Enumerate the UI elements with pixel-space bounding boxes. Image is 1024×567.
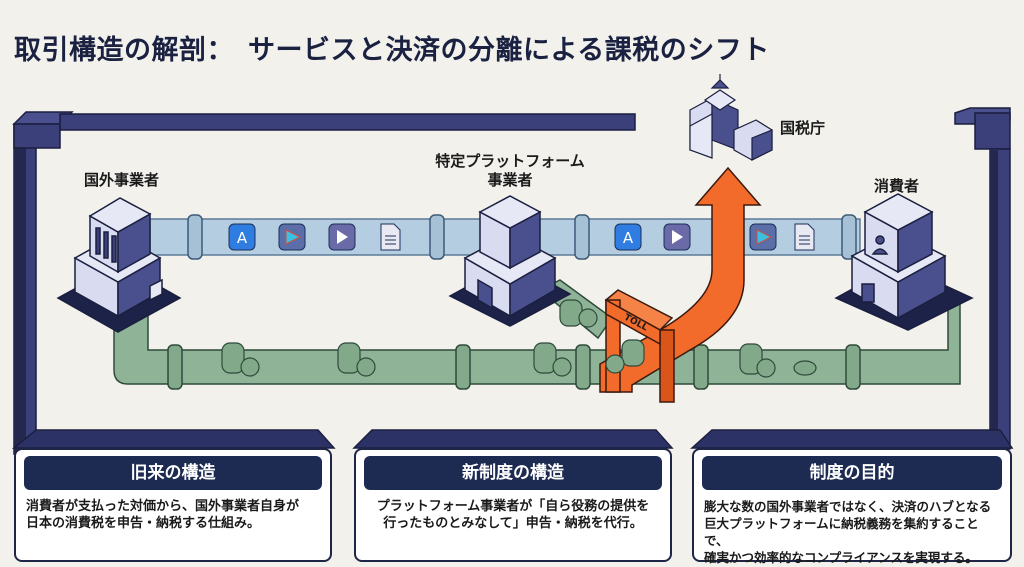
card-body: プラットフォーム事業者が「自ら役務の提供を 行ったものとみなして」申告・納税を代… (366, 498, 660, 532)
tax-agency-label: 国税庁 (780, 119, 826, 137)
card-text-line: 日本の消費税を申告・納税する仕組み。 (26, 516, 261, 531)
card-text-line: 膨大な数の国外事業者ではなく、決済のハブとなる (704, 499, 992, 514)
card-text-line: プラットフォーム事業者が「自ら役務の提供を (376, 499, 650, 514)
video-player-icon (328, 223, 356, 251)
document-icon (794, 223, 815, 251)
coin-stack-icon (605, 339, 645, 374)
svg-text:A: A (237, 229, 248, 247)
consumer-label: 消費者 (874, 177, 920, 195)
frame-left (12, 111, 636, 455)
video-player-icon (663, 223, 691, 251)
service-icons: A A (228, 223, 815, 251)
card-heading: 新制度の構造 (364, 456, 662, 490)
card-text-line: 消費者が支払った対価から、国外事業者自身が (26, 499, 300, 514)
card-tops (11, 429, 1014, 449)
platform-label-line2: 事業者 (487, 171, 533, 189)
coin-stack-icon (337, 342, 376, 377)
card-heading: 制度の目的 (702, 456, 1002, 490)
app-store-icon: A (228, 223, 256, 251)
card-text-line: 確実かつ効率的なコンプライアンスを実現する。 (704, 550, 978, 565)
coin-stack-icon (221, 342, 260, 377)
card-old-structure: 旧来の構造 消費者が支払った対価から、国外事業者自身が 日本の消費税を申告・納税… (14, 448, 332, 562)
consumer-building-icon (834, 193, 974, 331)
person-icon (875, 235, 885, 245)
card-text-line: 行ったものとみなして」申告・納税を代行。 (383, 516, 643, 531)
document-icon (380, 223, 401, 251)
frame-right (954, 107, 1011, 450)
card-body: 消費者が支払った対価から、国外事業者自身が 日本の消費税を申告・納税する仕組み。 (26, 498, 320, 532)
card-new-structure: 新制度の構造 プラットフォーム事業者が「自ら役務の提供を 行ったものとみなして」… (354, 448, 672, 562)
foreign-business-label: 国外事業者 (84, 171, 160, 189)
coin-stack-icon (739, 343, 776, 378)
platform-label: 特定プラットフォーム 事業者 (425, 152, 595, 190)
card-text-line: 巨大プラットフォームに納税義務を集約することで、 (704, 516, 979, 548)
coin-icon (793, 360, 817, 376)
foreign-business-building-icon (56, 197, 182, 333)
app-store-icon: A (614, 223, 642, 251)
tax-agency-building-icon (689, 74, 773, 161)
platform-label-line1: 特定プラットフォーム (435, 152, 585, 170)
svg-text:A: A (623, 229, 634, 247)
google-play-icon (749, 223, 777, 251)
page-title: 取引構造の解剖： サービスと決済の分離による課税のシフト (14, 35, 770, 66)
platform-building-icon (448, 195, 572, 327)
tax-arrow (599, 166, 762, 393)
coin-stack-icon (533, 342, 572, 377)
card-body: 膨大な数の国外事業者ではなく、決済のハブとなる 巨大プラットフォームに納税義務を… (704, 498, 1000, 566)
google-play-icon (278, 223, 306, 251)
card-purpose: 制度の目的 膨大な数の国外事業者ではなく、決済のハブとなる 巨大プラットフォーム… (692, 448, 1012, 565)
coin-stacks (221, 299, 817, 378)
coin-stack-icon (559, 299, 598, 328)
card-heading: 旧来の構造 (24, 456, 322, 490)
